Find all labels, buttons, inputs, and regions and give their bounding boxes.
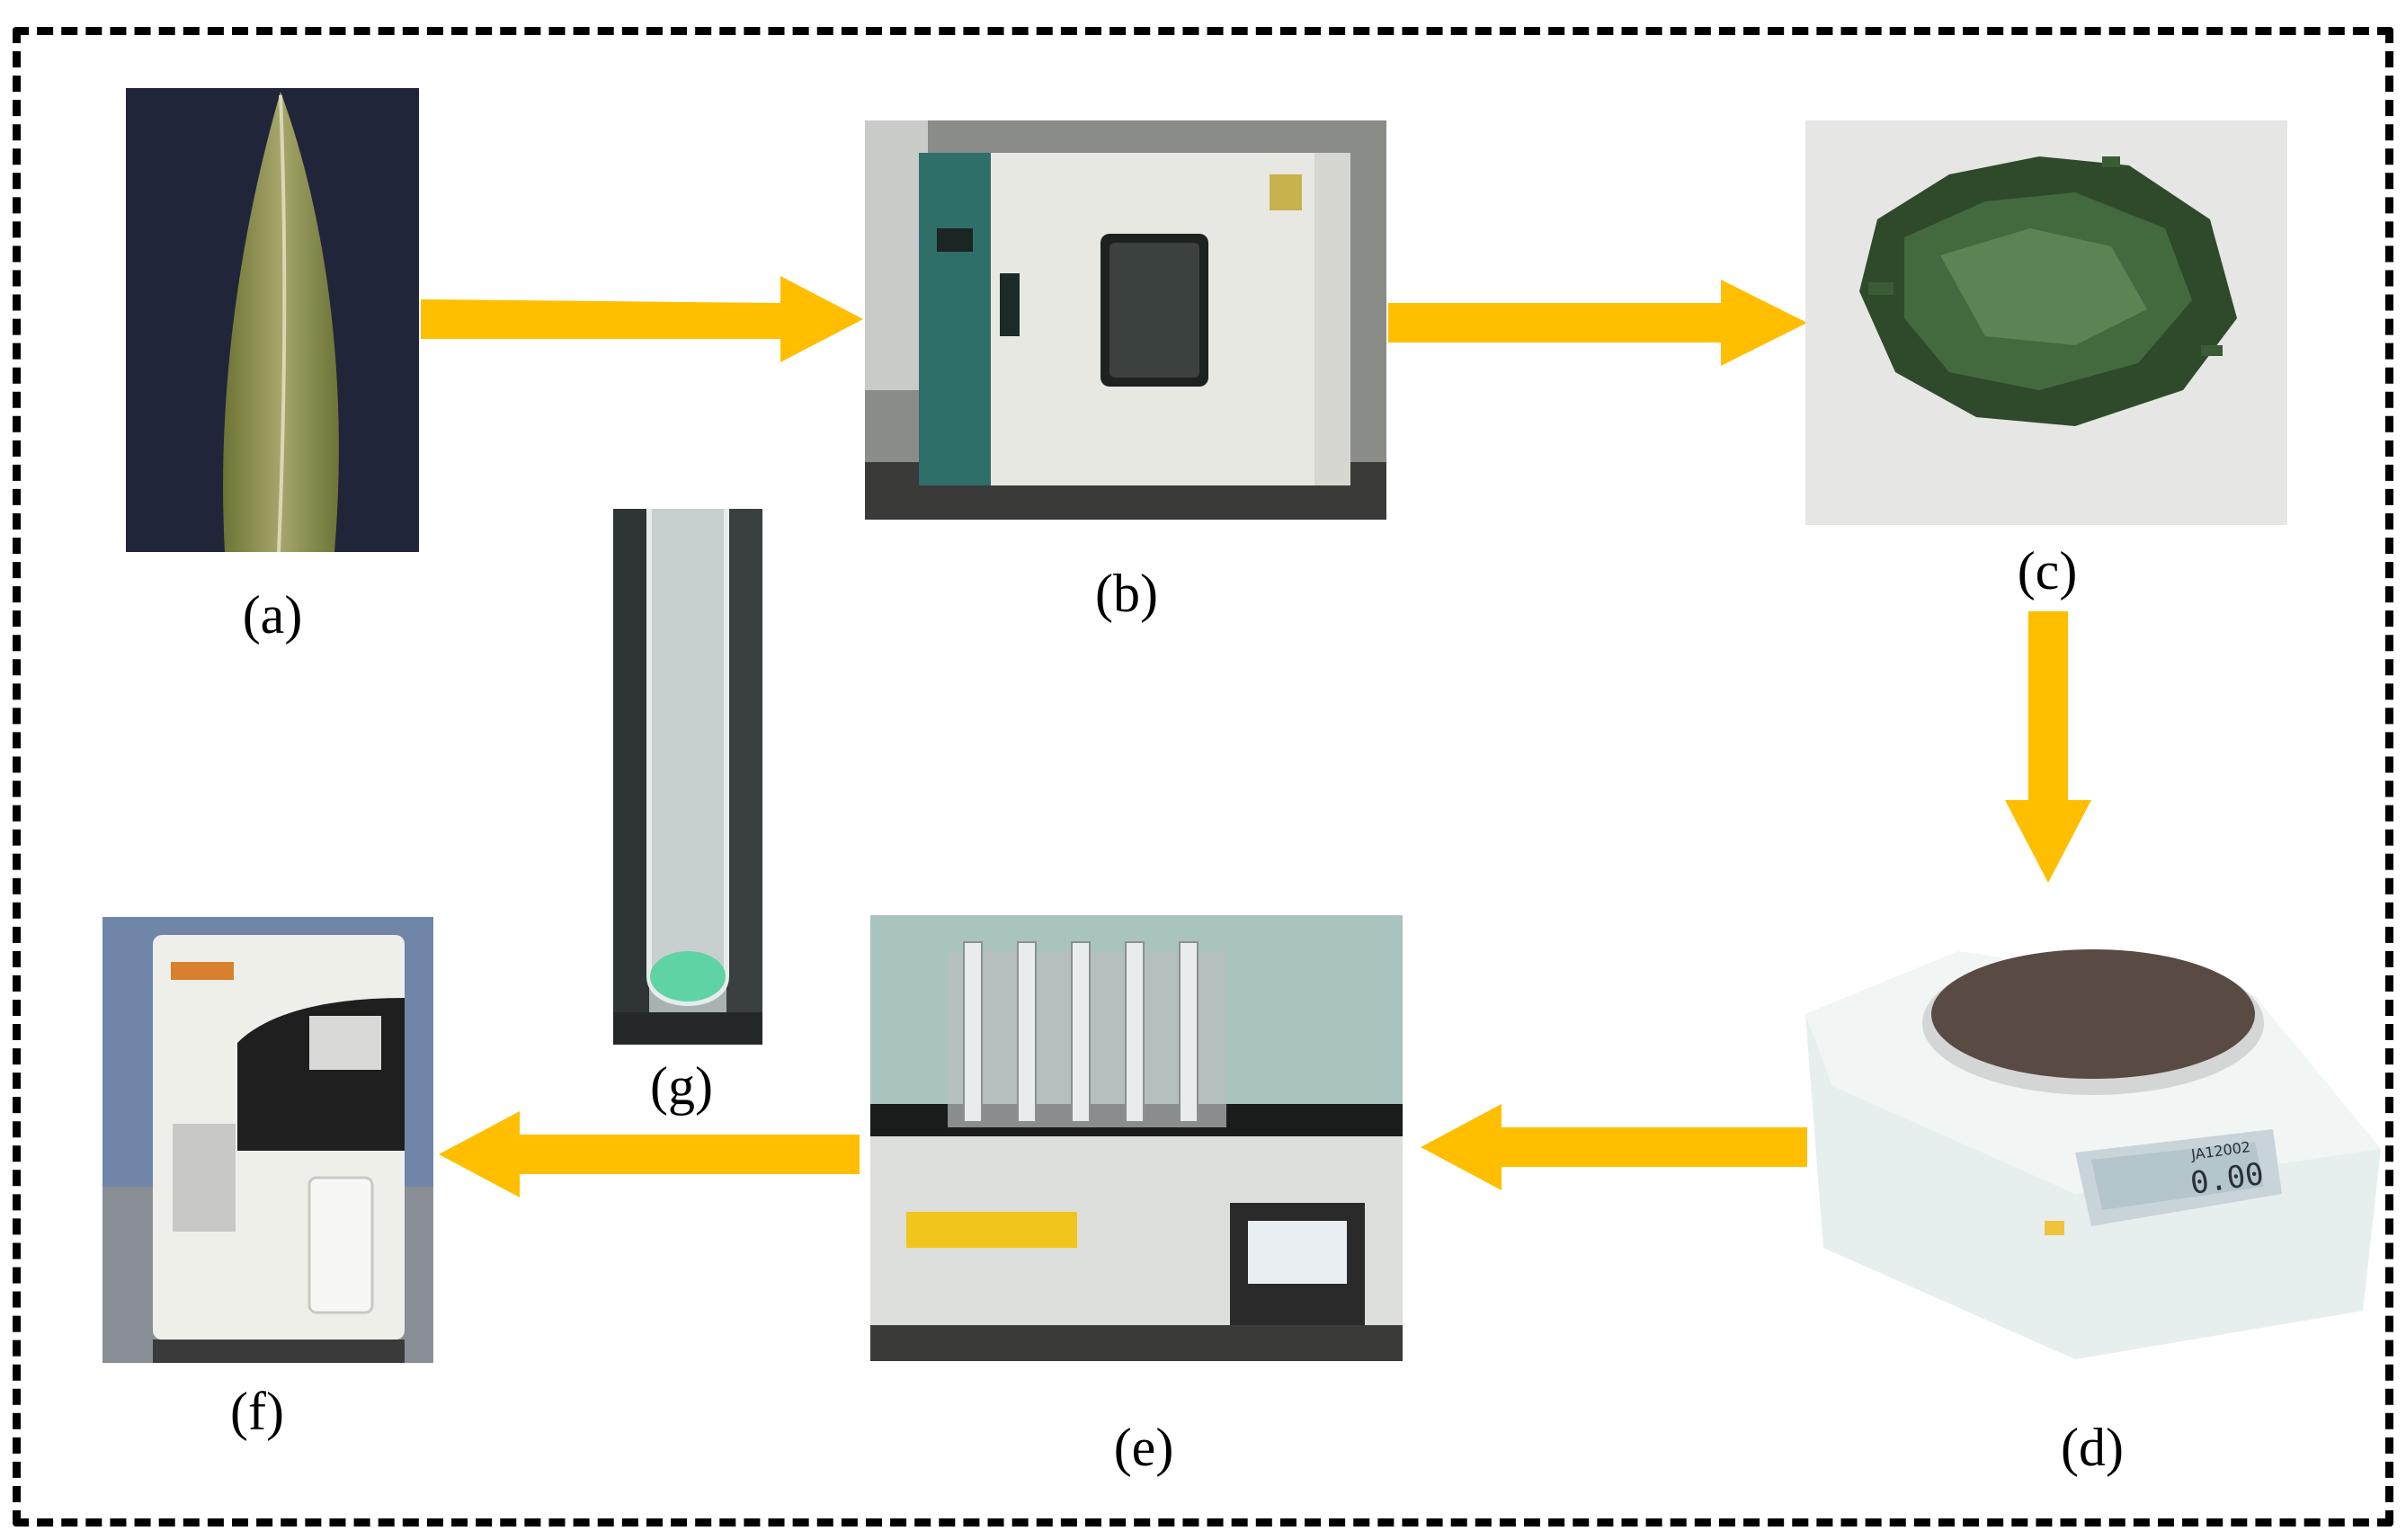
photo-electronic-balance: 0.00 JA12002 [1805, 924, 2381, 1359]
arrow-b-to-c [1388, 280, 1807, 366]
label-g: (g) [650, 1056, 713, 1116]
label-a: (a) [242, 585, 303, 645]
label-c: (c) [2017, 541, 2078, 601]
photo-digestion-block [870, 915, 1403, 1361]
arrow-e-to-f [439, 1111, 860, 1197]
photo-kjeldahl-analyzer [102, 917, 433, 1363]
photo-drying-oven [865, 120, 1386, 520]
photo-chopped-leaves [1805, 120, 2287, 525]
label-b: (b) [1095, 564, 1158, 623]
label-f: (f) [230, 1382, 284, 1441]
arrow-c-to-d [2005, 611, 2091, 883]
label-d: (d) [2061, 1418, 2124, 1477]
arrow-a-to-b [421, 276, 863, 362]
dashed-border-frame [13, 27, 2393, 1527]
arrow-d-to-e [1421, 1104, 1807, 1190]
photo-leaf [126, 88, 419, 552]
photo-test-tube [613, 509, 762, 1045]
label-e: (e) [1113, 1418, 1174, 1477]
